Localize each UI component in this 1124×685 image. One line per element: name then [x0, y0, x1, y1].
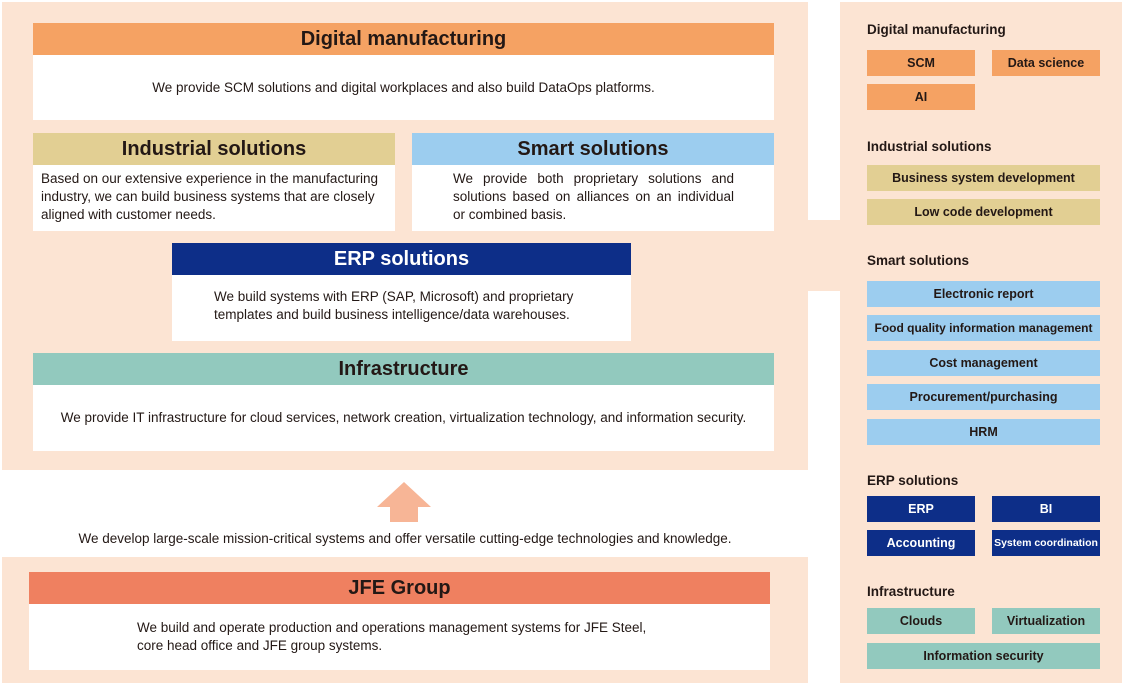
tag-erp: ERP: [867, 496, 975, 522]
erp-solutions-title: ERP solutions: [333, 247, 470, 270]
tag-accounting: Accounting: [867, 530, 975, 556]
industrial-solutions-title: Industrial solutions: [121, 137, 307, 160]
smart-solutions-text: We provide both proprietary solutions an…: [453, 171, 734, 222]
tag-system-coordination: System coordination: [992, 530, 1100, 556]
side-infrastructure-title: Infrastructure: [867, 584, 955, 599]
industrial-solutions-header: Industrial solutions: [33, 133, 395, 165]
jfe-group-header: JFE Group: [29, 572, 770, 604]
industrial-solutions-body: Based on our extensive experience in the…: [33, 165, 395, 231]
tag-information-security: Information security: [867, 643, 1100, 669]
tag-bi: BI: [992, 496, 1100, 522]
side-panel-background: [840, 2, 1122, 683]
tag-hrm: HRM: [867, 419, 1100, 445]
smart-solutions-title: Smart solutions: [517, 137, 669, 160]
smart-solutions-body: We provide both proprietary solutions an…: [412, 165, 774, 231]
tag-electronic-report: Electronic report: [867, 281, 1100, 307]
tag-ai: AI: [867, 84, 975, 110]
jfe-group-text-line2: core head office and JFE group systems.: [137, 638, 383, 653]
digital-manufacturing-title: Digital manufacturing: [300, 27, 507, 50]
tag-cost-management: Cost management: [867, 350, 1100, 376]
tag-scm: SCM: [867, 50, 975, 76]
infrastructure-title: Infrastructure: [338, 357, 469, 380]
digital-manufacturing-header: Digital manufacturing: [33, 23, 774, 55]
tag-data-science: Data science: [992, 50, 1100, 76]
tag-procurement-purchasing: Procurement/purchasing: [867, 384, 1100, 410]
tag-clouds: Clouds: [867, 608, 975, 634]
infrastructure-header: Infrastructure: [33, 353, 774, 385]
tag-business-system-development: Business system development: [867, 165, 1100, 191]
side-industrial-title: Industrial solutions: [867, 139, 992, 154]
infrastructure-text: We provide IT infrastructure for cloud s…: [60, 410, 747, 425]
erp-solutions-text: We build systems with ERP (SAP, Microsof…: [214, 289, 574, 322]
industrial-solutions-text: Based on our extensive experience in the…: [41, 171, 378, 222]
erp-solutions-header: ERP solutions: [172, 243, 631, 275]
digital-manufacturing-body: We provide SCM solutions and digital wor…: [33, 55, 774, 120]
erp-solutions-body: We build systems with ERP (SAP, Microsof…: [172, 275, 631, 341]
side-erp-title: ERP solutions: [867, 473, 959, 488]
middle-description-text: We develop large-scale mission-critical …: [78, 531, 732, 546]
tag-low-code-development: Low code development: [867, 199, 1100, 225]
middle-description: We develop large-scale mission-critical …: [2, 529, 808, 549]
up-arrow-icon: [377, 482, 431, 522]
jfe-group-body: We build and operate production and oper…: [29, 604, 770, 670]
jfe-group-text-line1: We build and operate production and oper…: [137, 620, 647, 635]
infrastructure-body: We provide IT infrastructure for cloud s…: [33, 385, 774, 451]
side-digital-title: Digital manufacturing: [867, 22, 1006, 37]
smart-solutions-header: Smart solutions: [412, 133, 774, 165]
jfe-group-title: JFE Group: [348, 576, 451, 599]
tag-virtualization: Virtualization: [992, 608, 1100, 634]
side-smart-title: Smart solutions: [867, 253, 970, 268]
connector-background: [806, 220, 842, 291]
tag-food-quality-information-management: Food quality information management: [867, 315, 1100, 341]
digital-manufacturing-text: We provide SCM solutions and digital wor…: [152, 79, 655, 95]
